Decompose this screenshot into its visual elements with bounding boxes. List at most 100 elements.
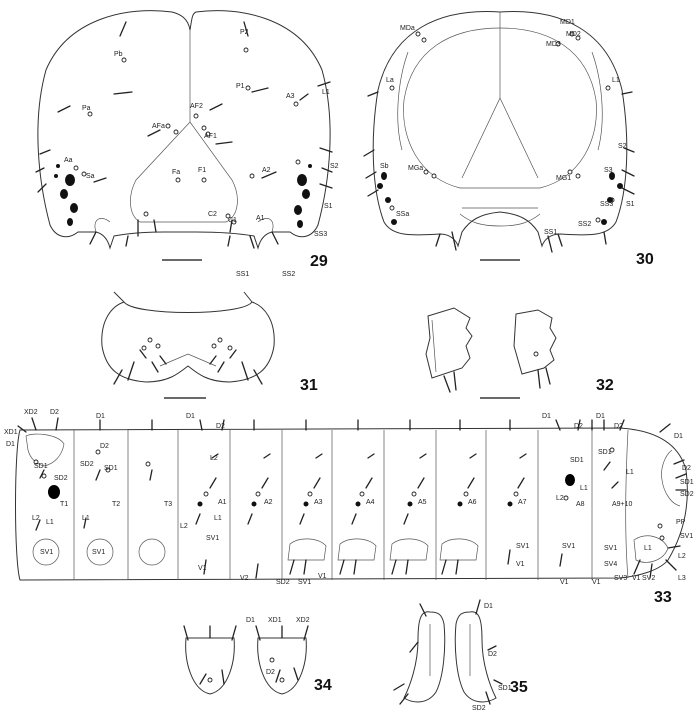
label-SS3: SS3 — [314, 231, 327, 238]
label-SD1: SD1 — [680, 479, 694, 486]
label-Pa: Pa — [82, 105, 91, 112]
label-L2: L2 — [556, 495, 564, 502]
figure-number-29: 29 — [310, 253, 328, 270]
label-SV3: SV3 — [614, 575, 627, 582]
label-XD1: XD1 — [4, 429, 18, 436]
label-A9+10: A9+10 — [612, 501, 633, 508]
label-SS2: SS2 — [282, 271, 295, 278]
label-Sa: Sa — [86, 173, 95, 180]
figure-34-legs: D1 XD1 XD2 D2 34 — [183, 617, 332, 695]
figure-32-mandibles: 32 — [425, 307, 614, 399]
label-D1: D1 — [674, 433, 683, 440]
label-La: La — [386, 77, 394, 84]
label-MD1: MD1 — [560, 19, 575, 26]
label-V2: V2 — [240, 575, 249, 582]
label-MD2: MD2 — [566, 31, 581, 38]
label-D2: D2 — [100, 443, 109, 450]
label-D2: D2 — [216, 423, 225, 430]
label-D1: D1 — [6, 441, 15, 448]
label-L3: L3 — [678, 575, 686, 582]
label-P1: P1 — [236, 83, 245, 90]
label-A6: A6 — [468, 499, 477, 506]
label-C1: C1 — [228, 217, 237, 224]
label-PP: PP — [676, 519, 686, 526]
label-S3: S3 — [604, 167, 613, 174]
label-SV1: SV1 — [298, 579, 311, 586]
label-A4: A4 — [366, 499, 375, 506]
label-V1: V1 — [516, 561, 525, 568]
label-T1: T1 — [60, 501, 68, 508]
label-AF2: AF2 — [190, 103, 203, 110]
label-L2: L2 — [32, 515, 40, 522]
label-Pb: Pb — [114, 51, 123, 58]
label-A5: A5 — [418, 499, 427, 506]
label-V1: V1 — [592, 579, 601, 586]
label-L2: L2 — [678, 553, 686, 560]
label-V1: V1 — [198, 565, 207, 572]
label-D1: D1 — [542, 413, 551, 420]
label-L2: L2 — [180, 523, 188, 530]
label-D1: D1 — [96, 413, 105, 420]
figure-31-labrum: 31 — [101, 291, 318, 399]
label-D2: D2 — [574, 423, 583, 430]
label-XD2: XD2 — [24, 409, 38, 416]
label-SV1: SV1 — [206, 535, 219, 542]
label-D2: D2 — [266, 669, 275, 676]
label-XD1: XD1 — [268, 617, 282, 624]
label-SD2: SD2 — [276, 579, 290, 586]
label-L1: L1 — [322, 89, 330, 96]
label-S2: S2 — [618, 143, 627, 150]
label-L1: L1 — [612, 77, 620, 84]
label-Fa: Fa — [172, 169, 180, 176]
label-P2: P2 — [240, 29, 249, 36]
label-MD3: MD3 — [546, 41, 561, 48]
label-SV1: SV1 — [604, 545, 617, 552]
label-SD1: SD1 — [104, 465, 118, 472]
label-A1: A1 — [256, 215, 265, 222]
label-SV2: SV2 — [642, 575, 655, 582]
label-SD1: SD1 — [498, 685, 512, 692]
label-SD1: SD1 — [598, 449, 612, 456]
label-Sb: Sb — [380, 163, 389, 170]
label-D2: D2 — [682, 465, 691, 472]
label-F1: F1 — [198, 167, 206, 174]
label-D2: D2 — [50, 409, 59, 416]
label-D1: D1 — [246, 617, 255, 624]
label-SD2: SD2 — [680, 491, 694, 498]
label-L1: L1 — [46, 519, 54, 526]
label-SV1: SV1 — [92, 549, 105, 556]
label-L1: L1 — [214, 515, 222, 522]
label-Aa: Aa — [64, 157, 73, 164]
figure-number-35: 35 — [510, 679, 528, 696]
label-SD1: SD1 — [34, 463, 48, 470]
figure-33-chaetotaxy: XD2 D2 XD1 D1 SD1 SD2 T1 L2 L1 SV1 D1 D2… — [4, 409, 694, 606]
figure-number-33: 33 — [654, 589, 672, 606]
label-MG1: MG1 — [556, 175, 571, 182]
label-SV1: SV1 — [516, 543, 529, 550]
label-C2: C2 — [208, 211, 217, 218]
figure-29-head-frontal: Pb Pa Aa Sa AFa Fa P2 P1 L1 AF2 AF1 A3 F… — [35, 10, 339, 278]
label-A3: A3 — [314, 499, 323, 506]
figure-30-head-posterior: MDa La MGa Sb SSa MD1 MD2 MD3 L1 S2 MG1 … — [363, 11, 654, 268]
label-SD2: SD2 — [54, 475, 68, 482]
label-SSa: SSa — [396, 211, 409, 218]
label-T2: T2 — [112, 501, 120, 508]
figure-number-32: 32 — [596, 377, 614, 394]
label-SS2: SS2 — [578, 221, 591, 228]
label-D2: D2 — [488, 651, 497, 658]
label-SV1: SV1 — [40, 549, 53, 556]
label-V1: V1 — [560, 579, 569, 586]
label-S2: S2 — [330, 163, 339, 170]
label-SV1: SV1 — [680, 533, 693, 540]
label-A2: A2 — [262, 167, 271, 174]
label-SD1: SD1 — [570, 457, 584, 464]
label-SS1: SS1 — [544, 229, 557, 236]
label-L1: L1 — [82, 515, 90, 522]
label-A2: A2 — [264, 499, 273, 506]
label-SD2: SD2 — [472, 705, 486, 712]
label-AFa: AFa — [152, 123, 165, 130]
label-D1: D1 — [186, 413, 195, 420]
label-V1: V1 — [318, 573, 327, 580]
label-L1: L1 — [644, 545, 652, 552]
label-A3: A3 — [286, 93, 295, 100]
